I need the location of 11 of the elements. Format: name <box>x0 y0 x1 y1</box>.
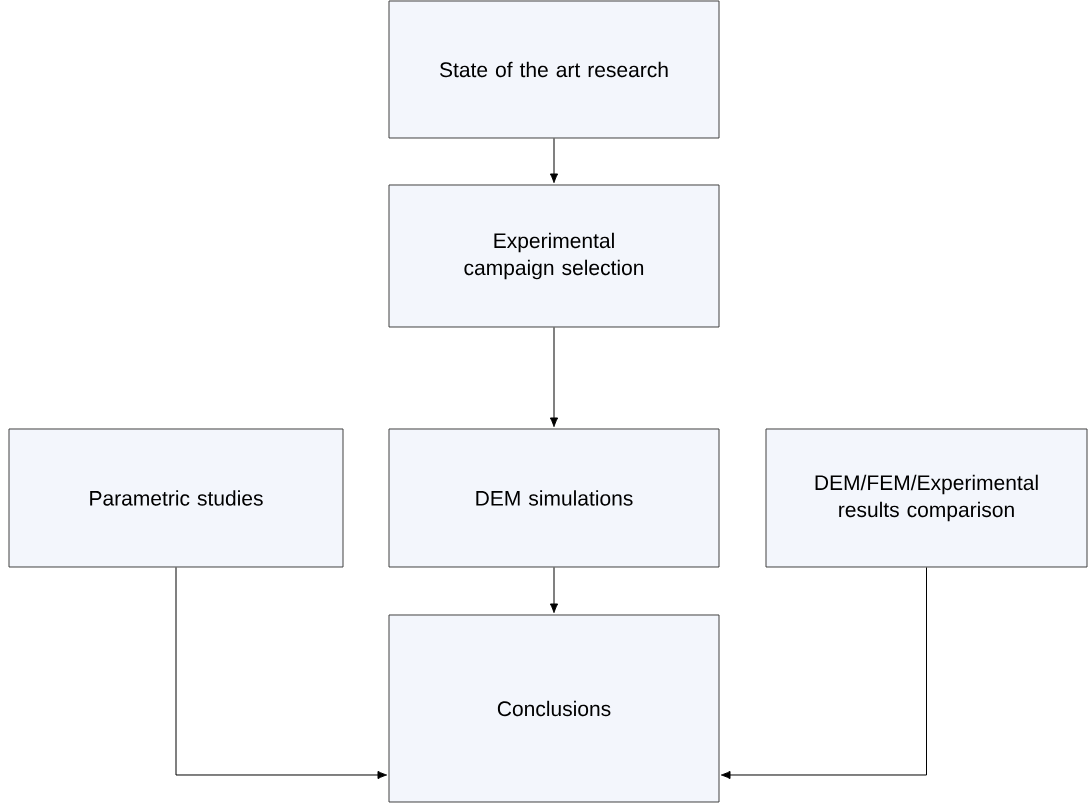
process-box: Conclusions <box>388 614 720 803</box>
process-box: State of the art research <box>388 0 720 139</box>
process-box: Parametric studies <box>8 428 344 568</box>
arrow <box>549 327 559 428</box>
arrow <box>720 567 927 780</box>
process-box: DEM simulations <box>388 428 720 568</box>
arrow <box>175 567 388 780</box>
arrow <box>549 567 559 614</box>
process-box: DEM/FEM/Experimental results comparison <box>765 428 1088 568</box>
process-box: Experimental campaign selection <box>388 184 720 328</box>
arrow <box>549 138 559 184</box>
